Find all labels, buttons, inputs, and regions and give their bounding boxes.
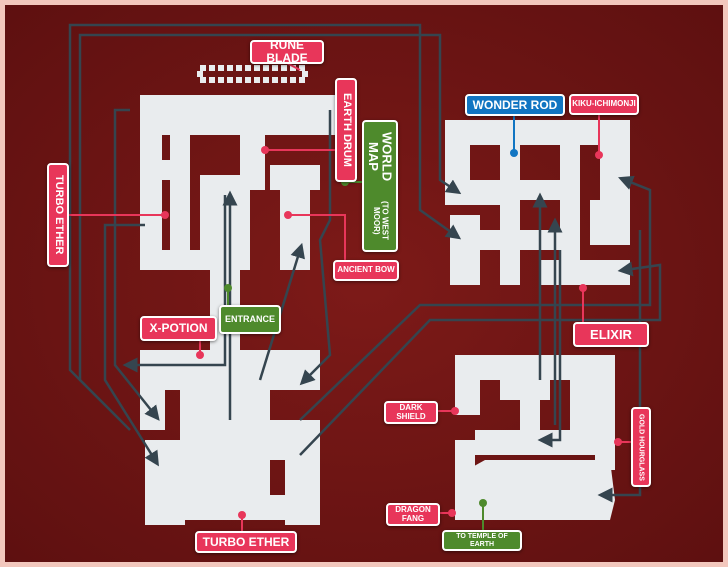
label-entrance: ENTRANCE (219, 305, 281, 334)
label-world-map-exit: WORLD MAP (TO WEST MOOR) (362, 120, 398, 252)
label-earth-drum: EARTH DRUM (335, 78, 357, 182)
label-elixir: ELIXIR (573, 322, 649, 347)
label-connectors (68, 61, 632, 532)
world-map-title: WORLD MAP (366, 132, 395, 182)
label-dragon-fang: DRAGON FANG (386, 503, 440, 526)
label-kiku-ichimonji: KIKU-ICHIMONJI (569, 94, 639, 115)
label-gold-hourglass: GOLD HOURGLASS (631, 407, 651, 487)
label-ancient-bow: ANCIENT BOW (333, 260, 399, 281)
label-temple-of-earth-exit: TO TEMPLE OF EARTH (442, 530, 522, 551)
label-dark-shield: DARK SHIELD (384, 401, 438, 424)
label-turbo-ether-left: TURBO ETHER (47, 163, 69, 267)
label-turbo-ether-bottom: TURBO ETHER (195, 531, 297, 553)
path-arrows (68, 23, 662, 503)
northeast-dungeon-floor (445, 120, 630, 285)
world-map-subtitle: (TO WEST MOOR) (372, 201, 390, 241)
label-x-potion: X-POTION (140, 316, 217, 341)
southeast-dungeon-floor (455, 355, 615, 520)
label-wonder-rod: WONDER ROD (465, 94, 565, 116)
dungeon-map (5, 5, 723, 562)
label-rune-blade: RUNE BLADE (250, 39, 324, 64)
map-graphics (68, 23, 662, 532)
left-dungeon-floor (140, 65, 340, 525)
